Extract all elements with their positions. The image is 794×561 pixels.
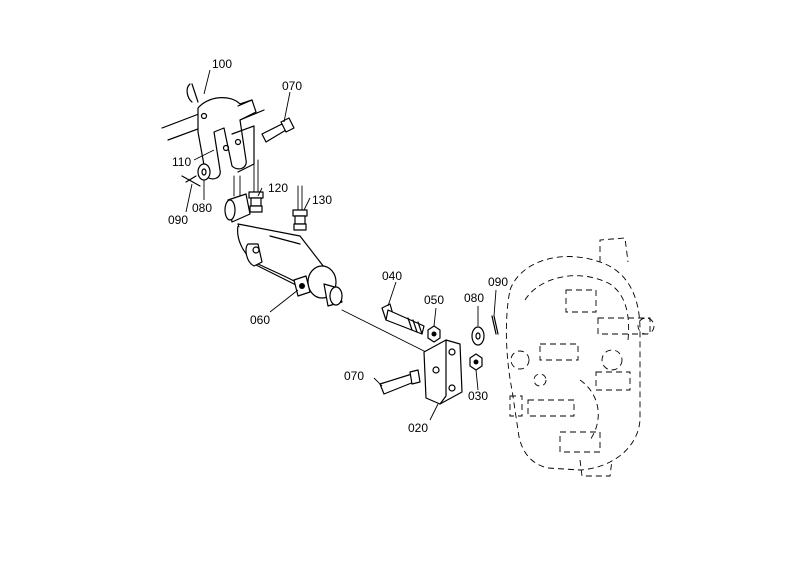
nut-part-050: [427, 325, 441, 343]
hose-fitting-part-120: [248, 159, 264, 213]
label-070-top: 070: [282, 79, 302, 93]
label-110: 110: [172, 155, 191, 169]
label-090-right: 090: [488, 275, 508, 289]
label-090-left: 090: [168, 213, 188, 227]
bolt-part-040: [381, 303, 425, 335]
part-labels: 100 070 110 090 080 120 130 060 040 050 …: [168, 57, 508, 435]
pin-part-070-top: [261, 117, 295, 143]
label-080-left: 080: [192, 201, 212, 215]
hydraulic-cylinder-part-060: [224, 193, 343, 307]
transmission-housing: [505, 237, 655, 477]
label-120: 120: [268, 181, 288, 195]
leader-lines: [185, 69, 497, 421]
alignment-line: [341, 309, 431, 355]
label-060: 060: [250, 313, 270, 327]
mounting-bracket-part-020: [423, 339, 463, 405]
pivot-bracket-part-100: [161, 83, 265, 197]
label-020: 020: [408, 421, 428, 435]
label-040: 040: [382, 269, 402, 283]
label-030: 030: [468, 389, 488, 403]
label-070-bottom: 070: [344, 369, 364, 383]
cotter-pin-part-090-left: [181, 175, 201, 187]
label-100: 100: [212, 57, 232, 71]
hose-fitting-part-130: [292, 185, 308, 231]
label-080-right: 080: [464, 291, 484, 305]
label-130: 130: [312, 193, 332, 207]
washer-part-080-left: [197, 163, 211, 181]
cotter-pin-part-090-right: [491, 315, 499, 335]
pin-part-070-bottom: [379, 369, 421, 395]
washer-part-080-right: [471, 326, 485, 346]
label-050: 050: [424, 293, 444, 307]
nut-part-030: [469, 353, 483, 371]
